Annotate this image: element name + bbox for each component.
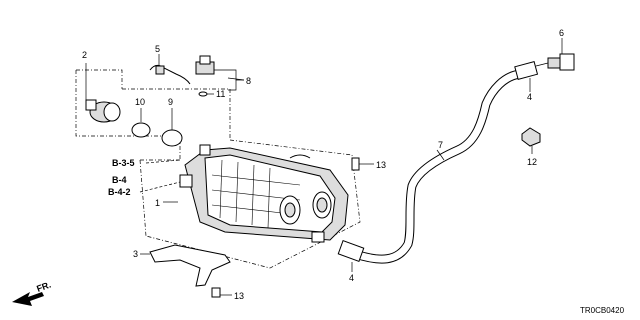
ref-b-3-5: B-3-5 bbox=[112, 158, 135, 168]
sensor-part-12 bbox=[521, 127, 541, 154]
callout-4-lower: 4 bbox=[349, 273, 354, 283]
callout-13-upper: 13 bbox=[376, 160, 386, 170]
ref-b-4: B-4 bbox=[112, 175, 127, 185]
bolt-13-lower bbox=[211, 287, 232, 298]
callout-12: 12 bbox=[527, 157, 537, 167]
purge-valve-part bbox=[85, 63, 121, 123]
callout-5: 5 bbox=[155, 44, 160, 54]
callout-7: 7 bbox=[438, 140, 443, 150]
o-ring-9 bbox=[161, 108, 183, 147]
bracket-part-3 bbox=[140, 244, 231, 287]
callout-10: 10 bbox=[135, 97, 145, 107]
group-outline-canister bbox=[75, 69, 361, 269]
front-direction-arrow bbox=[12, 292, 44, 306]
joint-part-6 bbox=[535, 38, 575, 71]
diagram-code: TR0CB0420 bbox=[580, 306, 625, 315]
callout-9: 9 bbox=[168, 97, 173, 107]
callout-1: 1 bbox=[155, 198, 160, 208]
callout-8: 8 bbox=[246, 76, 251, 86]
callout-11: 11 bbox=[216, 89, 225, 99]
bolt-13-upper bbox=[351, 157, 374, 171]
clip-part-5 bbox=[149, 54, 191, 85]
callout-3: 3 bbox=[133, 249, 138, 259]
callout-6: 6 bbox=[559, 28, 564, 38]
hose-end-upper bbox=[514, 61, 539, 92]
sensor-part-8 bbox=[195, 55, 244, 91]
hose-7 bbox=[350, 69, 525, 264]
o-ring-11 bbox=[198, 91, 214, 97]
callout-4-upper: 4 bbox=[527, 92, 532, 102]
canister-body bbox=[163, 144, 349, 243]
o-ring-10 bbox=[131, 108, 151, 138]
callout-2: 2 bbox=[82, 50, 87, 60]
ref-b-4-2: B-4-2 bbox=[108, 187, 131, 197]
leader-8 bbox=[227, 77, 245, 81]
callout-13-lower: 13 bbox=[234, 291, 244, 301]
hose-end-lower bbox=[337, 240, 365, 272]
front-label: FR. bbox=[35, 280, 52, 294]
